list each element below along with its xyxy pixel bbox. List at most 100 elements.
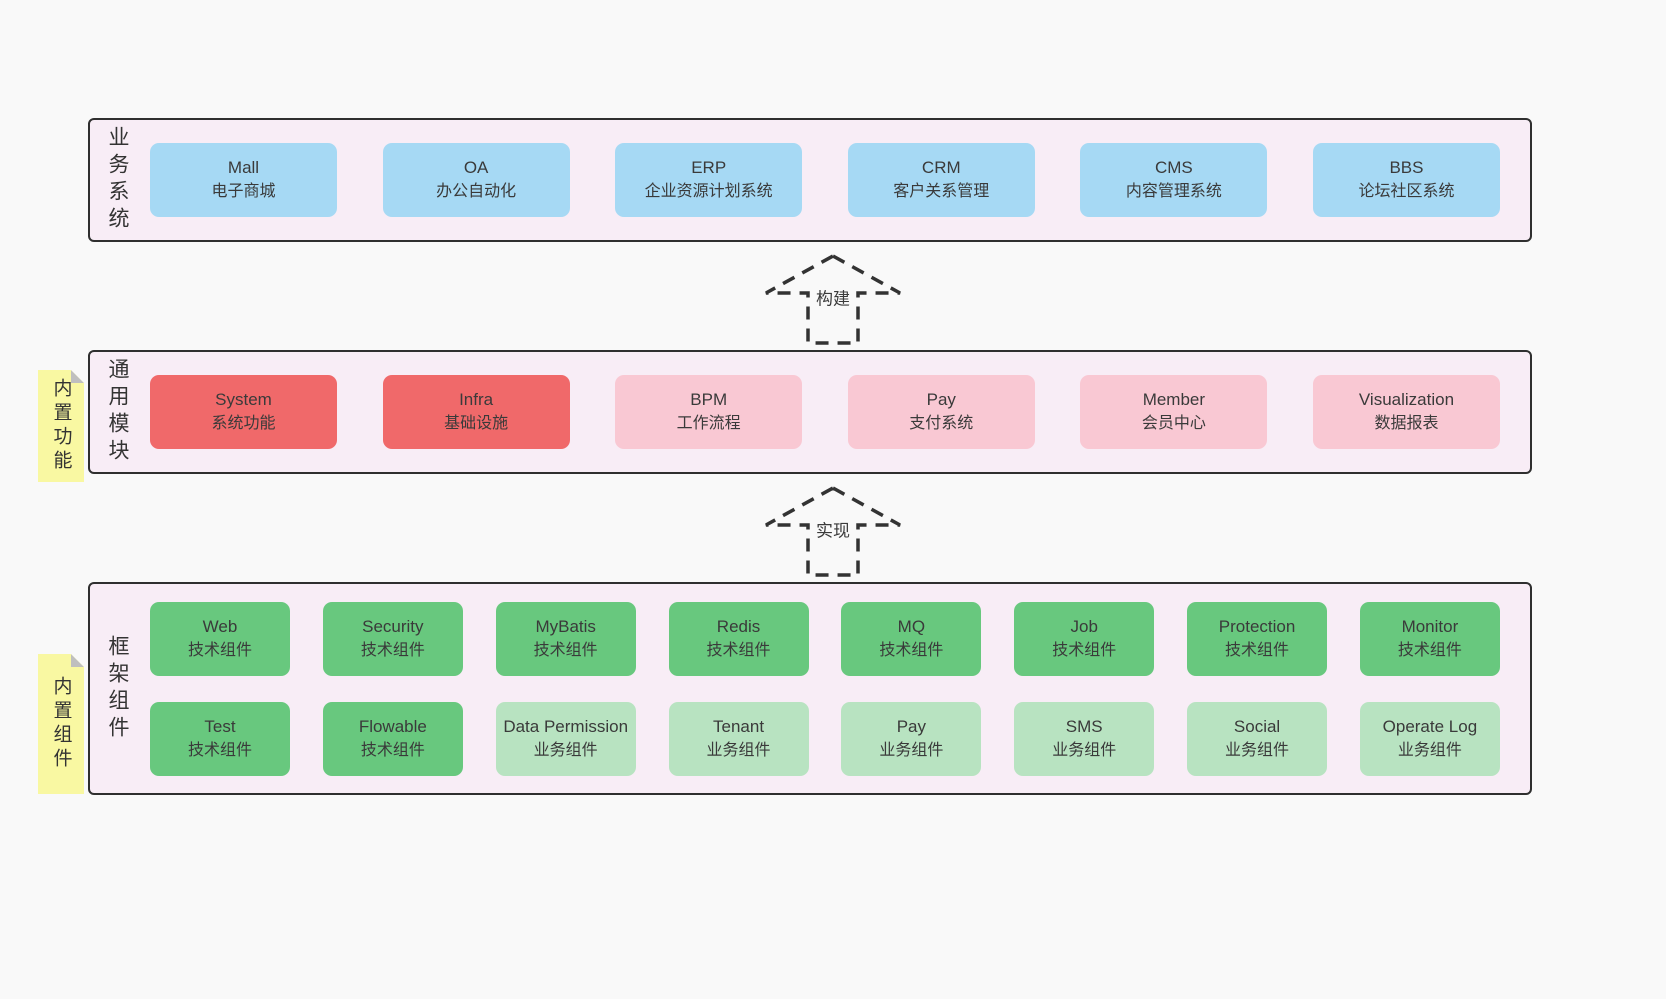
box-title: ERP bbox=[691, 158, 727, 177]
module-box-system: System 系统功能 bbox=[150, 375, 337, 449]
component-box-test: Test 技术组件 bbox=[150, 701, 290, 776]
component-box-mq: MQ 技术组件 bbox=[841, 601, 982, 676]
system-box-cms: CMS 内容管理系统 bbox=[1080, 143, 1268, 217]
component-box-protection: Protection 技术组件 bbox=[1187, 601, 1328, 676]
module-box-visualization: Visualization 数据报表 bbox=[1312, 375, 1500, 449]
sticky-tab-builtin-components: 内置组件 bbox=[38, 654, 84, 794]
business-systems-band: 业务系统 Mall 电子商城 OA 办公自动化 ERP 企业资源计划系统 CRM… bbox=[88, 118, 1532, 242]
component-box-monitor: Monitor 技术组件 bbox=[1359, 601, 1500, 676]
framework-row-1: Web 技术组件 Security 技术组件 MyBatis 技术组件 Redi… bbox=[150, 601, 1500, 676]
box-title: Pay bbox=[926, 390, 956, 409]
box-subtitle: 内容管理系统 bbox=[1125, 183, 1222, 200]
tab-label: 内置功能 bbox=[50, 378, 72, 474]
box-subtitle: 工作流程 bbox=[676, 415, 741, 432]
box-subtitle: 电子商城 bbox=[211, 183, 276, 200]
box-subtitle: 技术组件 bbox=[1225, 641, 1290, 659]
box-title: Member bbox=[1142, 390, 1206, 409]
module-box-member: Member 会员中心 bbox=[1080, 375, 1268, 449]
box-title: MyBatis bbox=[535, 616, 596, 636]
framework-row-2: Test 技术组件 Flowable 技术组件 Data Permission … bbox=[150, 701, 1500, 776]
system-box-crm: CRM 客户关系管理 bbox=[847, 143, 1035, 217]
system-box-erp: ERP 企业资源计划系统 bbox=[615, 143, 803, 217]
box-title: OA bbox=[463, 158, 489, 177]
box-subtitle: 基础设施 bbox=[444, 415, 509, 432]
component-box-sms: SMS 业务组件 bbox=[1014, 701, 1155, 776]
box-title: Web bbox=[202, 616, 238, 636]
box-subtitle: 客户关系管理 bbox=[893, 183, 990, 200]
box-title: Test bbox=[204, 716, 236, 736]
box-title: Data Permission bbox=[503, 716, 629, 736]
arrow-label-build: 构建 bbox=[811, 282, 855, 312]
box-title: CMS bbox=[1154, 158, 1193, 177]
box-subtitle: 办公自动化 bbox=[436, 183, 517, 200]
system-box-bbs: BBS 论坛社区系统 bbox=[1312, 143, 1500, 217]
box-subtitle: 技术组件 bbox=[187, 641, 252, 659]
box-title: Redis bbox=[716, 616, 761, 636]
box-subtitle: 技术组件 bbox=[1052, 641, 1117, 659]
box-subtitle: 技术组件 bbox=[360, 641, 425, 659]
box-subtitle: 业务组件 bbox=[1052, 741, 1117, 759]
band-label-framework: 框架组件 bbox=[106, 634, 129, 743]
component-box-job: Job 技术组件 bbox=[1014, 601, 1155, 676]
component-box-social: Social 业务组件 bbox=[1187, 701, 1328, 776]
box-subtitle: 业务组件 bbox=[1225, 741, 1290, 759]
tab-label: 内置组件 bbox=[50, 676, 72, 772]
box-title: Security bbox=[362, 616, 424, 636]
component-box-data-permission: Data Permission 业务组件 bbox=[495, 701, 636, 776]
dashed-up-arrow-icon: 构建 bbox=[763, 253, 903, 347]
box-title: Social bbox=[1233, 716, 1281, 736]
box-subtitle: 会员中心 bbox=[1141, 415, 1206, 432]
box-subtitle: 技术组件 bbox=[360, 741, 425, 759]
box-title: Operate Log bbox=[1382, 716, 1478, 736]
box-title: Monitor bbox=[1401, 616, 1459, 636]
box-subtitle: 企业资源计划系统 bbox=[644, 183, 773, 200]
band-label-modules: 通用模块 bbox=[106, 358, 129, 466]
box-subtitle: 业务组件 bbox=[879, 741, 944, 759]
box-title: CRM bbox=[921, 158, 961, 177]
component-box-tenant: Tenant 业务组件 bbox=[668, 701, 809, 776]
box-title: Job bbox=[1070, 616, 1098, 636]
box-title: BPM bbox=[690, 390, 728, 409]
sticky-tab-builtin-features: 内置功能 bbox=[38, 370, 84, 482]
dashed-up-arrow-icon: 实现 bbox=[763, 485, 903, 579]
box-subtitle: 系统功能 bbox=[211, 415, 276, 432]
component-box-pay: Pay 业务组件 bbox=[841, 701, 982, 776]
box-title: Infra bbox=[459, 390, 494, 409]
box-subtitle: 业务组件 bbox=[533, 741, 598, 759]
box-title: Mall bbox=[227, 158, 260, 177]
module-box-pay: Pay 支付系统 bbox=[847, 375, 1035, 449]
box-title: SMS bbox=[1065, 716, 1103, 736]
box-title: System bbox=[215, 390, 272, 409]
box-title: Visualization bbox=[1358, 390, 1455, 409]
module-box-bpm: BPM 工作流程 bbox=[615, 375, 803, 449]
box-title: Protection bbox=[1218, 616, 1296, 636]
component-box-security: Security 技术组件 bbox=[322, 601, 463, 676]
arrow-zone-build: 构建 bbox=[0, 242, 1666, 350]
component-box-web: Web 技术组件 bbox=[150, 601, 290, 676]
system-box-oa: OA 办公自动化 bbox=[382, 143, 570, 217]
box-subtitle: 业务组件 bbox=[1397, 741, 1462, 759]
box-subtitle: 支付系统 bbox=[909, 415, 974, 432]
module-boxes: System 系统功能 Infra 基础设施 BPM 工作流程 Pay 支付系统… bbox=[132, 375, 1530, 449]
box-subtitle: 技术组件 bbox=[533, 641, 598, 659]
arrow-zone-implement: 实现 bbox=[0, 474, 1666, 582]
box-subtitle: 技术组件 bbox=[706, 641, 771, 659]
box-subtitle: 技术组件 bbox=[187, 741, 252, 759]
box-subtitle: 技术组件 bbox=[879, 641, 944, 659]
box-title: Flowable bbox=[358, 716, 427, 736]
folded-corner-icon bbox=[71, 370, 84, 383]
framework-rows: Web 技术组件 Security 技术组件 MyBatis 技术组件 Redi… bbox=[132, 601, 1530, 776]
system-box-mall: Mall 电子商城 bbox=[150, 143, 337, 217]
box-subtitle: 技术组件 bbox=[1397, 641, 1462, 659]
common-modules-band: 内置功能 通用模块 System 系统功能 Infra 基础设施 BPM 工作流… bbox=[88, 350, 1532, 474]
box-title: BBS bbox=[1389, 158, 1424, 177]
component-box-mybatis: MyBatis 技术组件 bbox=[495, 601, 636, 676]
box-title: Pay bbox=[896, 716, 927, 736]
component-box-redis: Redis 技术组件 bbox=[668, 601, 809, 676]
module-box-infra: Infra 基础设施 bbox=[382, 375, 570, 449]
box-subtitle: 业务组件 bbox=[706, 741, 771, 759]
business-boxes: Mall 电子商城 OA 办公自动化 ERP 企业资源计划系统 CRM 客户关系… bbox=[132, 143, 1530, 217]
component-box-operate-log: Operate Log 业务组件 bbox=[1359, 701, 1500, 776]
component-box-flowable: Flowable 技术组件 bbox=[322, 701, 463, 776]
box-title: Tenant bbox=[713, 716, 765, 736]
